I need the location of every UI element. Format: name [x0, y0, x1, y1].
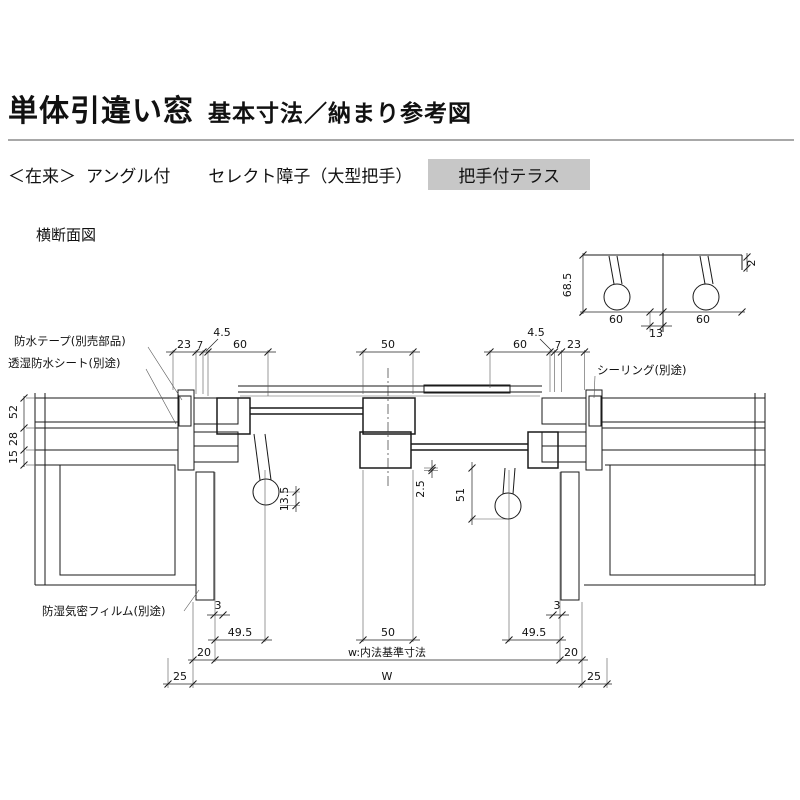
dim-bottom-left-495: 49.5 [228, 626, 253, 639]
dim-bottom-mid-50: 50 [381, 626, 395, 639]
spec-shoji: セレクト障子（大型把手） [208, 167, 413, 187]
title-subtitle: 基本寸法／納まり参考図 [208, 101, 472, 127]
spec-badge-terrace: 把手付テラス [428, 159, 590, 190]
insect-screen-section [423, 384, 511, 394]
handle-detail-view: 68.5 60 60 13 2 [561, 251, 758, 340]
dim-bottom-right-3: 3 [554, 599, 561, 612]
dim-top-right-7: 7 [555, 340, 561, 351]
top-dimensions: 23 7 4.5 60 50 60 4.5 7 23 [166, 326, 590, 396]
dim-detail-right-60: 60 [696, 313, 710, 326]
dim-top-left-7: 7 [197, 340, 203, 351]
dim-bottom-w-total: W [382, 670, 393, 683]
frame-right-jamb-flange [585, 389, 603, 471]
wall-right [584, 393, 766, 586]
dim-top-mid-50: 50 [381, 338, 395, 351]
sliding-sashes [216, 368, 559, 488]
dim-inner-25: 2.5 [414, 480, 427, 498]
spec-series: ＜在来＞ [8, 167, 76, 187]
page-title: 単体引違い窓 基本寸法／納まり参考図 [8, 86, 794, 141]
dim-bottom-left-3: 3 [215, 599, 222, 612]
spec-angle: アングル付 [86, 167, 171, 187]
dim-left-15: 15 [7, 450, 20, 464]
dim-detail-mid-13: 13 [649, 327, 663, 340]
dim-inner-135: 13.5 [278, 487, 291, 512]
dim-bottom-left-25: 25 [173, 670, 187, 683]
window-frame [177, 384, 603, 601]
dim-top-left-45: 4.5 [213, 326, 231, 339]
dim-top-right-45: 4.5 [527, 326, 545, 339]
dim-bottom-right-495: 49.5 [522, 626, 547, 639]
inner-dimensions: 13.5 2.5 51 [278, 460, 508, 525]
annotation-sealing: シーリング(別途) [597, 363, 686, 377]
dim-bottom-w-note: w:内法基準寸法 [348, 645, 426, 659]
dim-top-right-60: 60 [513, 338, 527, 351]
handle-left [252, 478, 280, 506]
section-label: 横断面図 [36, 226, 97, 244]
outer-sash-meeting-stile [362, 397, 416, 435]
dim-inner-51: 51 [454, 488, 467, 502]
left-dimensions: 52 28 15 [7, 394, 36, 469]
sealing-right [588, 395, 602, 427]
dim-top-left-23: 23 [177, 338, 191, 351]
inner-sash-right-stile [527, 431, 559, 469]
dim-detail-height: 68.5 [561, 273, 574, 298]
detail-handle-right [692, 283, 720, 311]
large-handles [252, 433, 522, 520]
dim-bottom-left-20: 20 [197, 646, 211, 659]
dim-left-52: 52 [7, 405, 20, 419]
spec-row: ＜在来＞ アングル付 セレクト障子（大型把手） 把手付テラス [8, 159, 590, 190]
waterproof-tape-left [178, 395, 192, 427]
dim-left-28: 28 [7, 432, 20, 446]
inner-sash-meeting-stile [359, 431, 412, 469]
annotation-labels: 防水テープ(別売部品) 透湿防水シート(別途) シーリング(別途) 防湿気密フィ… [8, 334, 686, 618]
interior-trim-right [560, 471, 580, 601]
dim-top-left-60: 60 [233, 338, 247, 351]
bottom-dimensions: 3 3 49.5 50 49.5 20 w:内法基準寸法 20 25 W 25 [163, 470, 612, 688]
dim-bottom-right-25: 25 [587, 670, 601, 683]
dim-bottom-right-20: 20 [564, 646, 578, 659]
annotation-moisture-film: 防湿気密フィルム(別途) [42, 604, 166, 618]
wall-left-stud-hatch [59, 464, 176, 576]
interior-trim-left [195, 471, 215, 601]
frame-left-jamb-flange [177, 389, 195, 471]
dim-detail-edge-2: 2 [745, 260, 758, 267]
wall-right-stud-hatch [609, 464, 756, 576]
title-main: 単体引違い窓 [8, 94, 194, 129]
wall-left [34, 393, 196, 586]
detail-handle-left [603, 283, 631, 311]
handle-right [494, 492, 522, 520]
dim-top-right-23: 23 [567, 338, 581, 351]
dim-detail-left-60: 60 [609, 313, 623, 326]
outer-sash-left-stile [216, 397, 251, 435]
annotation-waterproof-tape: 防水テープ(別売部品) [14, 334, 126, 348]
annotation-breathable-sheet: 透湿防水シート(別途) [8, 356, 120, 370]
